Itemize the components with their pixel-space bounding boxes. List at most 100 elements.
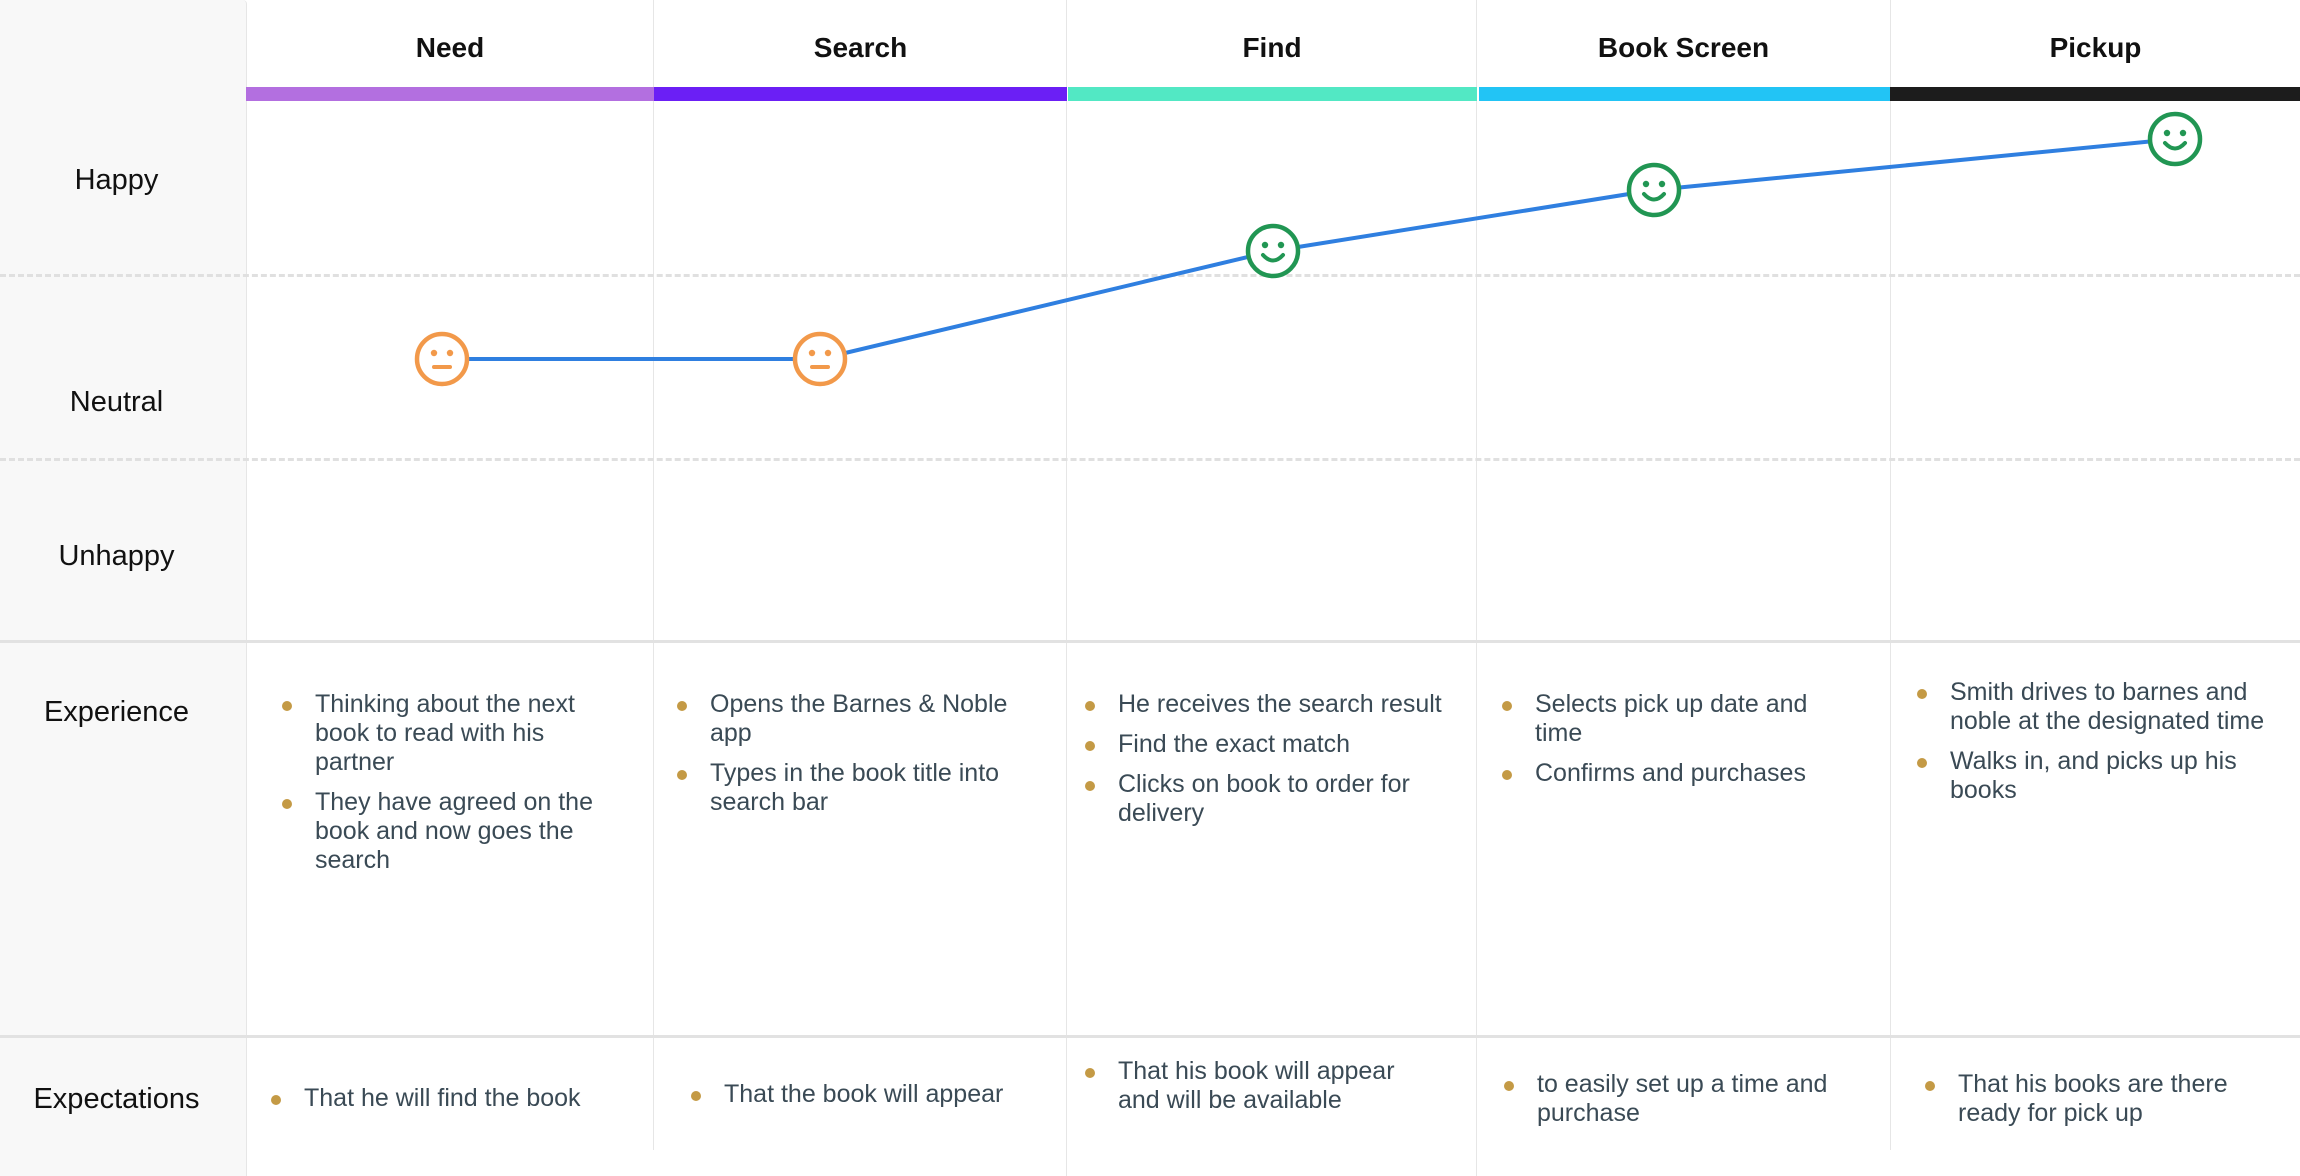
column-divider: [653, 0, 654, 1150]
emotion-curve: [414, 111, 2203, 387]
expectations-list-find: That his book will appear and will be av…: [1085, 1057, 1438, 1126]
list-item: That his book will appear and will be av…: [1085, 1057, 1438, 1115]
list-item: Find the exact match: [1085, 730, 1448, 759]
face-eye: [1642, 180, 1650, 188]
face-eye: [2163, 129, 2171, 137]
list-item: to easily set up a time and purchase: [1504, 1070, 1847, 1128]
happy-face-icon: [1245, 223, 1301, 279]
face-eye: [1658, 180, 1666, 188]
bullet-dot: [677, 701, 687, 711]
list-item: Selects pick up date and time: [1502, 690, 1845, 748]
list-item: Confirms and purchases: [1502, 759, 1845, 788]
list-item: Opens the Barnes & Noble app: [677, 690, 1030, 748]
expectation-item-text: to easily set up a time and purchase: [1537, 1070, 1828, 1127]
bullet-dot: [1917, 758, 1927, 768]
stage-header-need: Need: [415, 32, 485, 63]
bullet-dot: [1085, 701, 1095, 711]
bullet-dot: [1085, 781, 1095, 791]
bullet-dot: [1085, 1068, 1095, 1078]
experience-item-text: Thinking about the next book to read wit…: [315, 690, 575, 776]
face-mouth: [1642, 192, 1666, 202]
bullet-dot: [282, 799, 292, 809]
face-eye: [808, 349, 816, 357]
emotion-faces: [414, 111, 2203, 387]
face-outline: [414, 331, 470, 387]
experience-expectations-divider: [0, 1035, 2300, 1038]
face-eye: [446, 349, 454, 357]
experience-list-need: Thinking about the next book to read wit…: [282, 690, 625, 886]
bullet-dot: [691, 1091, 701, 1101]
face-eye: [2179, 129, 2187, 137]
expectation-item-text: That the book will appear: [724, 1080, 1004, 1108]
list-item: Smith drives to barnes and noble at the …: [1917, 678, 2270, 736]
experience-item-text: Walks in, and picks up his books: [1950, 747, 2237, 804]
row-label-experience: Experience: [43, 696, 190, 728]
stage-bar-search: [654, 87, 1067, 101]
expectations-list-book-screen: to easily set up a time and purchase: [1504, 1070, 1847, 1139]
column-divider: [1066, 0, 1067, 1176]
list-item: Walks in, and picks up his books: [1917, 747, 2270, 805]
experience-item-text: Selects pick up date and time: [1535, 690, 1808, 747]
face-outline: [1626, 162, 1682, 218]
face-eye: [1277, 241, 1285, 249]
experience-item-text: Confirms and purchases: [1535, 759, 1806, 787]
emotion-experience-divider: [0, 640, 2300, 643]
row-label-happy: Happy: [74, 164, 159, 196]
stage-header-find: Find: [1242, 32, 1302, 63]
list-item: That he will find the book: [271, 1084, 634, 1113]
expectation-item-text: That his books are there ready for pick …: [1958, 1070, 2228, 1127]
stage-bar-need: [246, 87, 654, 101]
neutral-face-icon: [414, 331, 470, 387]
list-item: They have agreed on the book and now goe…: [282, 788, 625, 875]
expectations-list-pickup: That his books are there ready for pick …: [1925, 1070, 2268, 1139]
face-outline: [1245, 223, 1301, 279]
row-label-neutral: Neutral: [69, 386, 164, 418]
expectations-list-need: That he will find the book: [271, 1084, 634, 1124]
experience-item-text: He receives the search result: [1118, 690, 1442, 718]
bullet-dot: [677, 770, 687, 780]
happy-neutral-divider: [0, 274, 2300, 277]
neutral-unhappy-divider: [0, 458, 2300, 461]
expectation-item-text: That he will find the book: [304, 1084, 581, 1112]
stage-header-pickup: Pickup: [2049, 32, 2142, 63]
stage-bar-pickup: [1890, 87, 2300, 101]
face-outline: [792, 331, 848, 387]
experience-list-pickup: Smith drives to barnes and noble at the …: [1917, 678, 2270, 816]
list-item: Types in the book title into search bar: [677, 759, 1030, 817]
face-mouth: [1261, 253, 1285, 263]
stage-header-search: Search: [813, 32, 908, 63]
list-item: That the book will appear: [691, 1080, 1044, 1109]
stage-bar-find: [1068, 87, 1477, 101]
experience-list-search: Opens the Barnes & Noble app Types in th…: [677, 690, 1030, 828]
bullet-dot: [1925, 1081, 1935, 1091]
stage-header-book-screen: Book Screen: [1597, 32, 1770, 63]
stage-bar-book-screen: [1479, 87, 1890, 101]
face-eye: [430, 349, 438, 357]
experience-item-text: They have agreed on the book and now goe…: [315, 788, 593, 874]
row-label-unhappy: Unhappy: [58, 540, 175, 572]
expectations-list-search: That the book will appear: [691, 1080, 1044, 1120]
row-label-expectations: Expectations: [33, 1083, 200, 1115]
experience-item-text: Types in the book title into search bar: [710, 759, 1000, 816]
column-divider: [1890, 0, 1891, 1150]
happy-face-icon: [1626, 162, 1682, 218]
column-divider: [1476, 0, 1477, 1176]
bullet-dot: [1502, 770, 1512, 780]
list-item: That his books are there ready for pick …: [1925, 1070, 2268, 1128]
experience-item-text: Smith drives to barnes and noble at the …: [1950, 678, 2265, 735]
experience-item-text: Opens the Barnes & Noble app: [710, 690, 1008, 747]
happy-face-icon: [2147, 111, 2203, 167]
bullet-dot: [282, 701, 292, 711]
face-outline: [2147, 111, 2203, 167]
list-item: He receives the search result: [1085, 690, 1448, 719]
bullet-dot: [271, 1095, 281, 1105]
experience-list-find: He receives the search result Find the e…: [1085, 690, 1448, 839]
experience-item-text: Find the exact match: [1118, 730, 1351, 758]
bullet-dot: [1917, 689, 1927, 699]
bullet-dot: [1504, 1081, 1514, 1091]
list-item: Clicks on book to order for delivery: [1085, 770, 1448, 828]
emotion-line: [442, 137, 2176, 361]
face-eye: [824, 349, 832, 357]
experience-list-book-screen: Selects pick up date and time Confirms a…: [1502, 690, 1845, 799]
bullet-dot: [1502, 701, 1512, 711]
